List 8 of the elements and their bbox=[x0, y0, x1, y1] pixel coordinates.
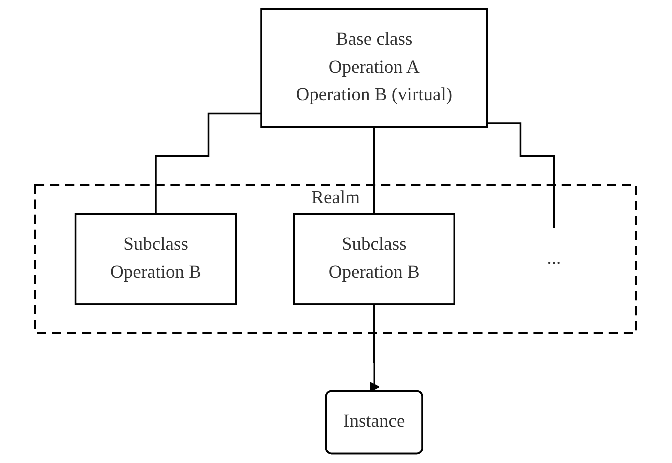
node-text: ... bbox=[547, 248, 562, 269]
node-box: Base class Operation A Operation B (virtual) bbox=[260, 8, 488, 128]
arrow bbox=[370, 304, 380, 392]
node-box: Subclass Operation B bbox=[293, 213, 456, 306]
node-box: Subclass Operation B bbox=[75, 213, 238, 306]
connector bbox=[374, 126, 376, 215]
connector bbox=[155, 112, 262, 215]
connector bbox=[487, 122, 556, 229]
